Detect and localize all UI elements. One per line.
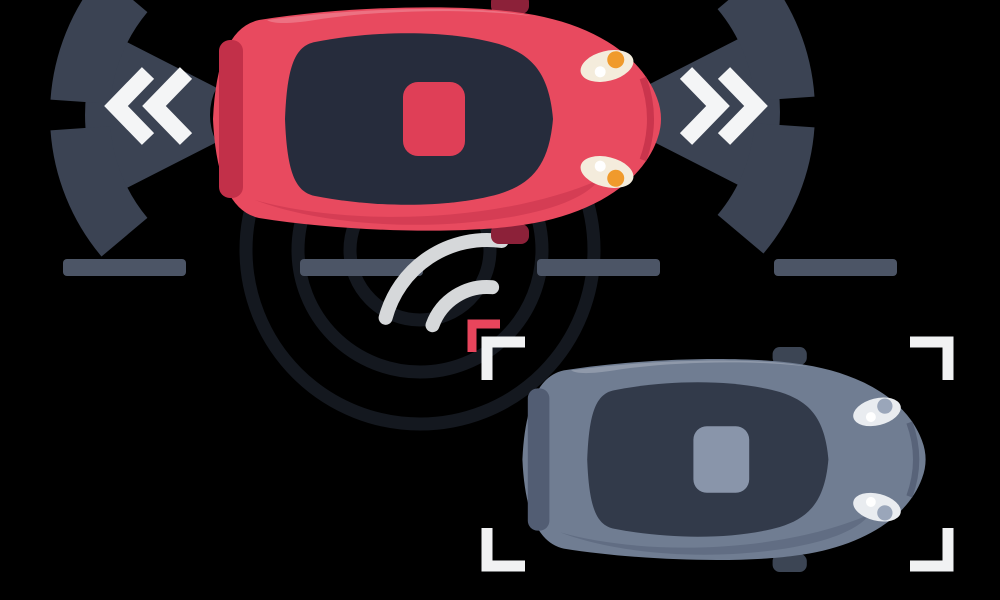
chevron-right-icon: [679, 67, 768, 145]
frame-corner-top-left: [481, 336, 525, 380]
lane-dash: [774, 259, 897, 276]
sonar-wave-inner: [425, 279, 500, 333]
lane-markings: [63, 259, 897, 276]
sensor-fan-left-bottom-band: [50, 126, 148, 257]
lane-dash: [300, 259, 423, 276]
lane-dash: [537, 259, 660, 276]
frame-corner-bottom-left: [481, 528, 525, 572]
lane-dash: [63, 259, 186, 276]
sensor-fan-right-bottom-band: [717, 123, 815, 254]
sonar-wave-icon: [378, 233, 509, 333]
sensor-fan-right-top-band: [717, 0, 815, 101]
sensor-fan-left-top-band: [50, 0, 148, 104]
chevron-left-icon: [104, 67, 193, 145]
detection-frame: [481, 336, 954, 572]
detection-corner-red-icon: [467, 319, 500, 352]
frame-corner-bottom-right: [910, 528, 954, 572]
frame-corner-top-right: [910, 336, 954, 380]
sonar-wave-outer: [378, 233, 509, 325]
